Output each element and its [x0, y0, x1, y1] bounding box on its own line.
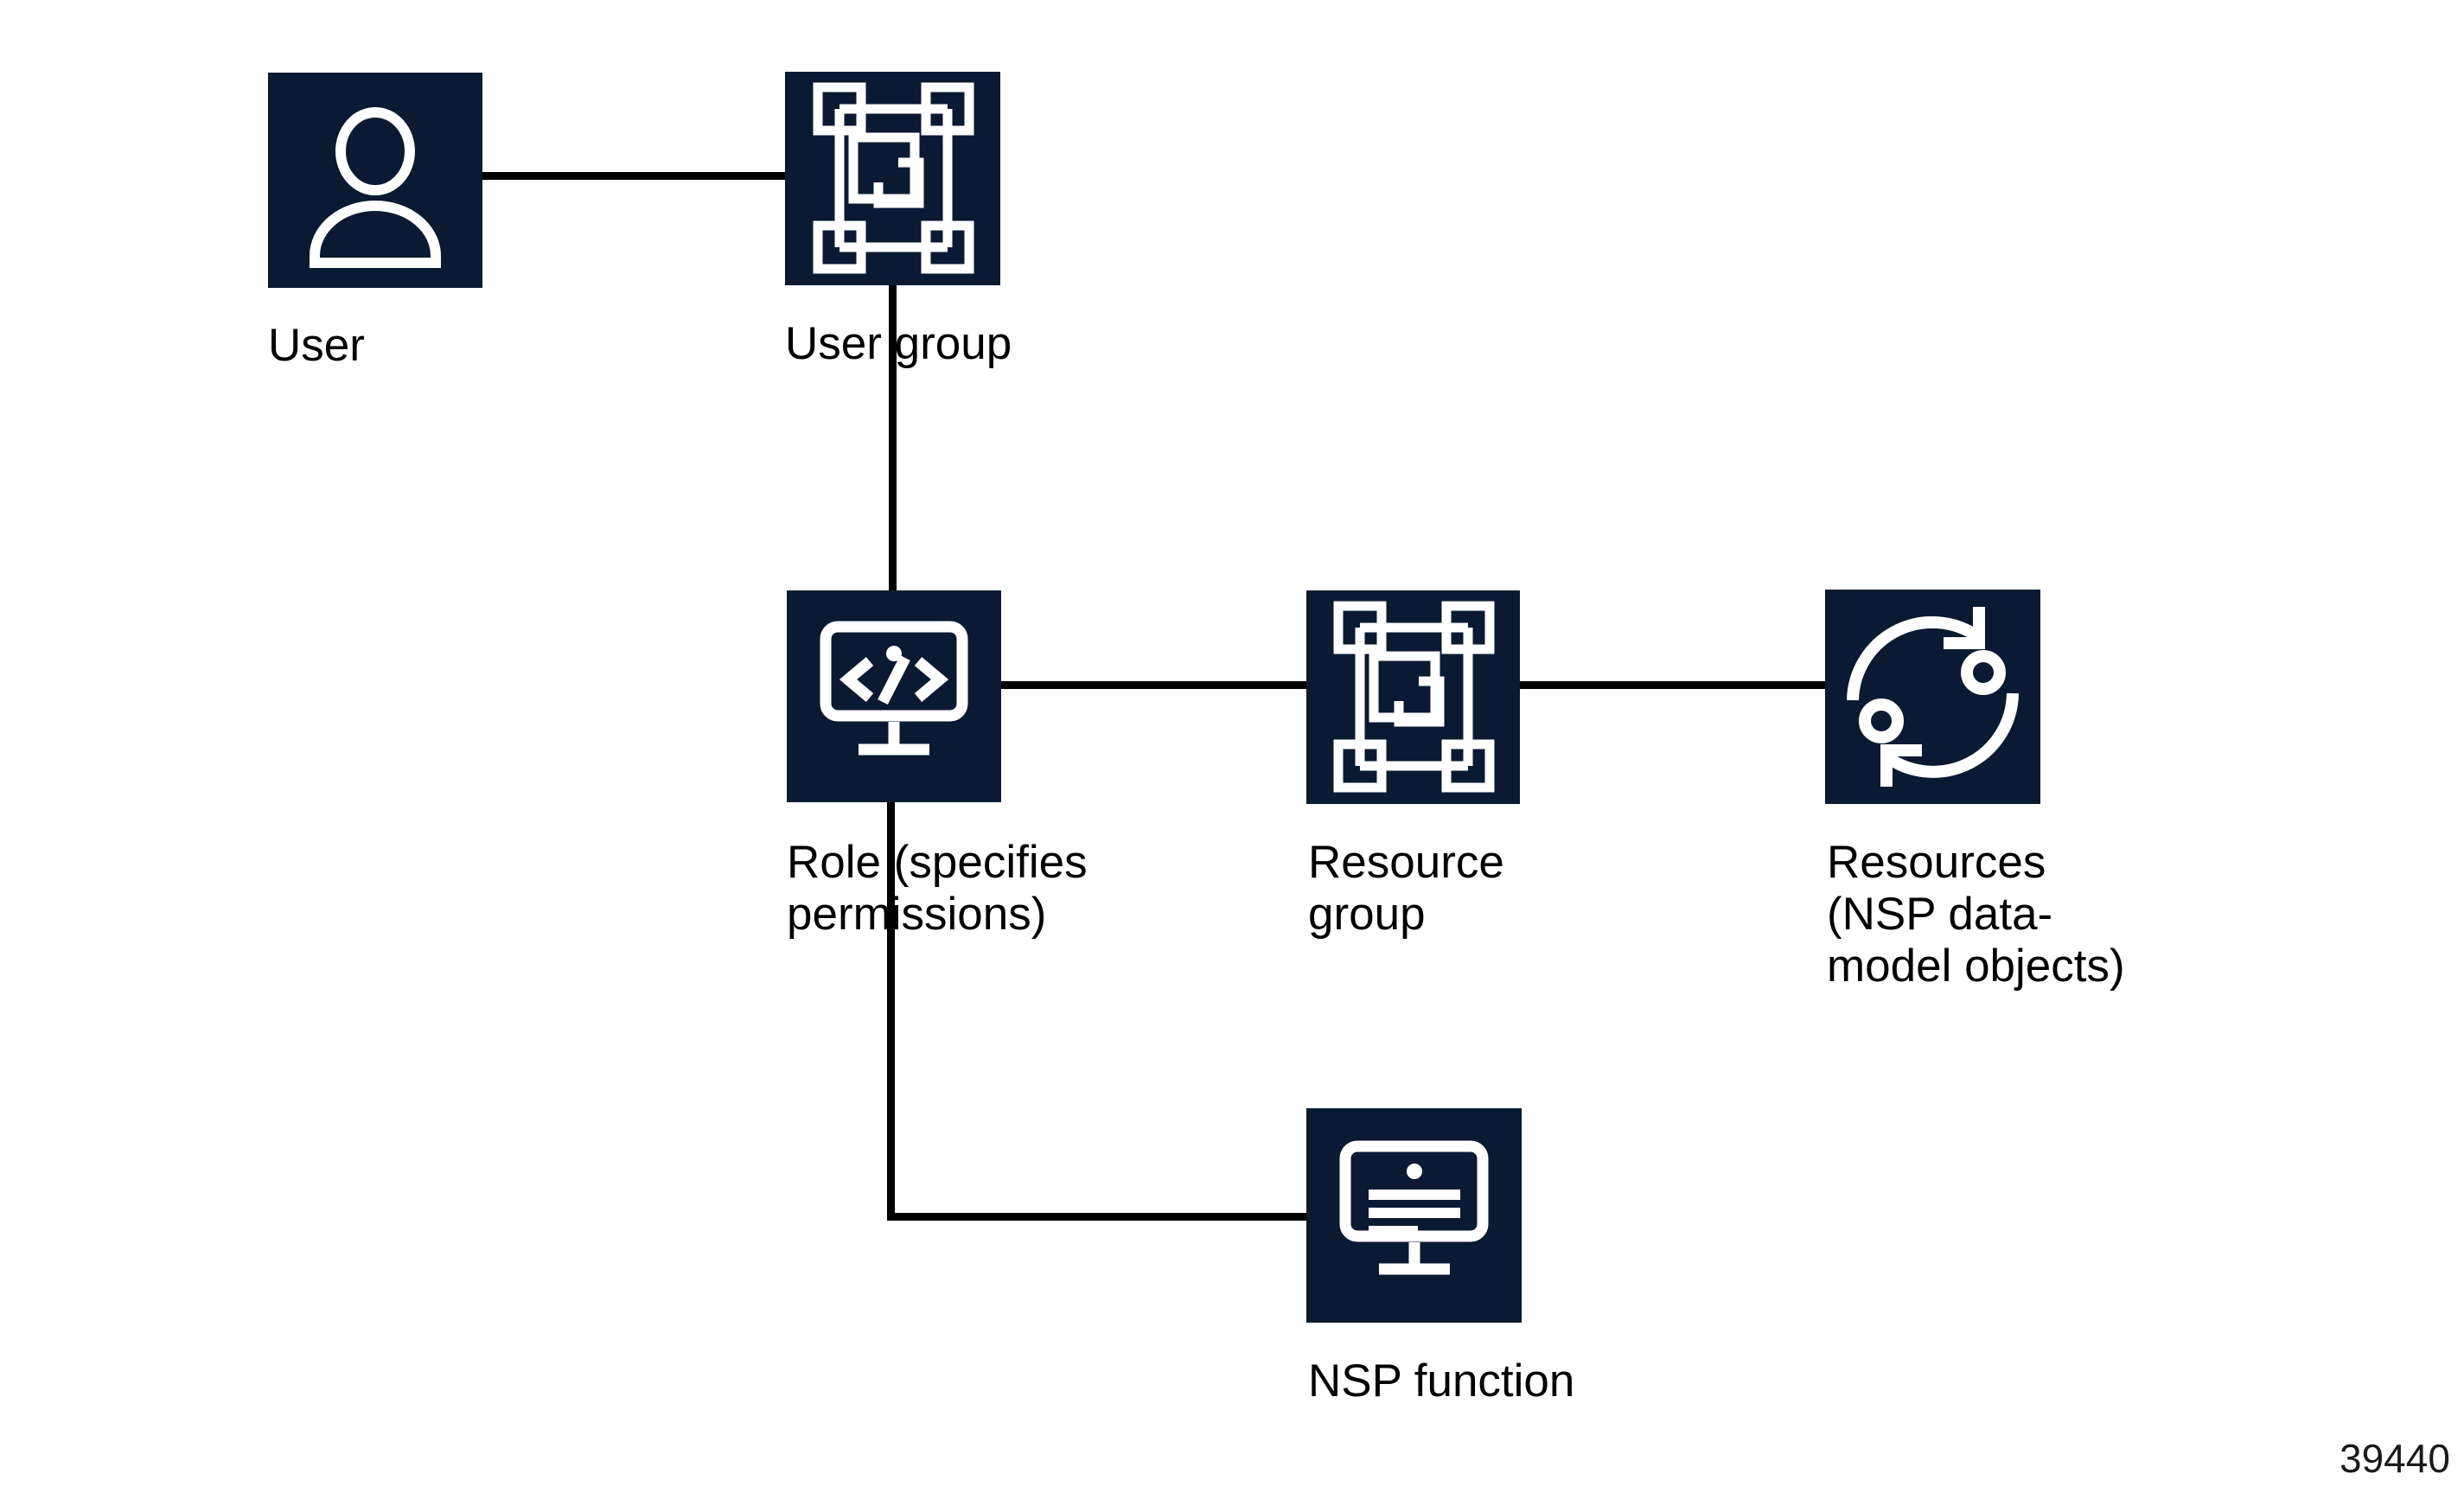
code-monitor-icon	[820, 621, 968, 756]
object-group-icon	[813, 82, 974, 274]
tile-nsp-function[interactable]	[1306, 1108, 1522, 1323]
document-monitor-icon	[1339, 1140, 1489, 1275]
connector-role-to-nsp-function-vertical	[887, 801, 895, 1221]
tile-user[interactable]	[268, 73, 482, 288]
label-role: Role (specifies permissions)	[787, 837, 1088, 940]
person-icon	[310, 107, 441, 268]
connector-resource-group-to-resources	[1518, 681, 1827, 689]
label-user-group: User group	[785, 318, 1012, 369]
label-resources: Resources (NSP data- model objects)	[1827, 837, 2125, 992]
label-nsp-function: NSP function	[1308, 1355, 1575, 1407]
sync-circle-icon	[1847, 607, 2019, 787]
connector-user-group-to-role	[889, 284, 897, 592]
object-group-icon	[1333, 601, 1495, 793]
label-user: User	[268, 320, 365, 371]
tile-resources[interactable]	[1825, 590, 2040, 804]
tile-role[interactable]	[787, 590, 1001, 802]
figure-number: 39440	[2340, 1436, 2450, 1481]
connector-user-to-user-group	[481, 172, 787, 180]
connector-role-to-nsp-function-horizontal	[887, 1213, 1308, 1221]
label-resource-group: Resource group	[1308, 837, 1504, 940]
tile-user-group[interactable]	[785, 72, 1000, 285]
connector-role-to-resource-group	[999, 681, 1308, 689]
tile-resource-group[interactable]	[1306, 590, 1520, 804]
